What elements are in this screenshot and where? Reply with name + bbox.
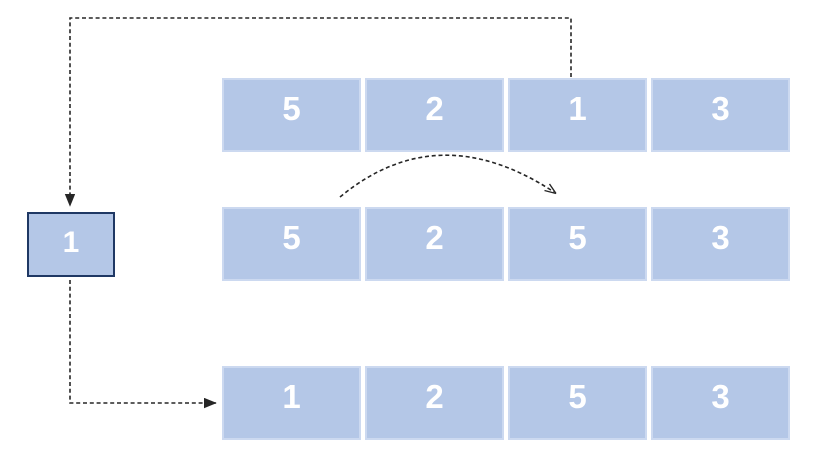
arrow-shift-value-head xyxy=(544,183,557,195)
array-cell: 5 xyxy=(222,207,361,281)
array-cell: 3 xyxy=(651,78,790,152)
array-cell: 3 xyxy=(651,207,790,281)
array-cell: 2 xyxy=(365,207,504,281)
array-cell: 5 xyxy=(508,207,647,281)
array-cell: 3 xyxy=(651,366,790,440)
array-cell: 5 xyxy=(222,78,361,152)
temp-value-box: 1 xyxy=(27,212,115,277)
array-cell: 1 xyxy=(222,366,361,440)
arrow-shift-value xyxy=(339,154,555,198)
array-cell: 2 xyxy=(365,78,504,152)
array-row-1: 5 2 1 3 xyxy=(222,78,790,152)
array-cell: 2 xyxy=(365,366,504,440)
array-row-2: 5 2 5 3 xyxy=(222,207,790,281)
array-cell: 5 xyxy=(508,366,647,440)
array-cell: 1 xyxy=(508,78,647,152)
array-row-3: 1 2 5 3 xyxy=(222,366,790,440)
arrow-insert-from-temp xyxy=(69,280,217,409)
